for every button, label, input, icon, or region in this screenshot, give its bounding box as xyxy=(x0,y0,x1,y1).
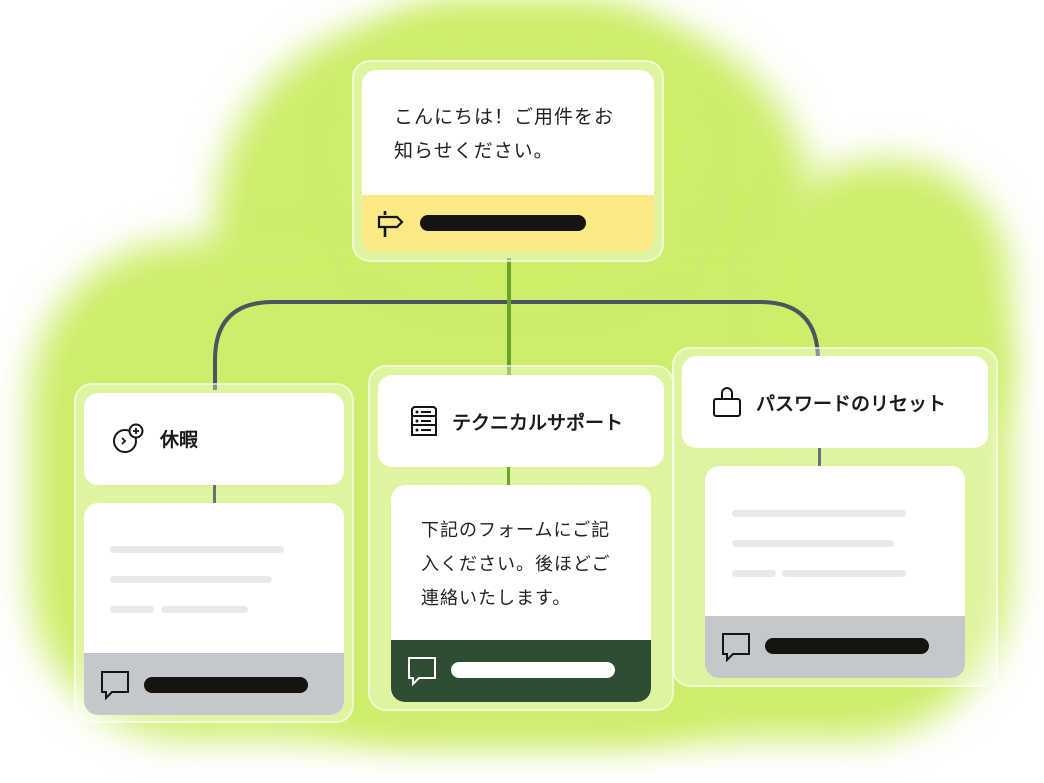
skeleton-line xyxy=(732,570,776,577)
clock-plus-icon xyxy=(112,422,146,454)
tech-support-footer[interactable] xyxy=(391,640,651,702)
skeleton-line xyxy=(732,540,894,547)
server-list-icon xyxy=(410,405,438,437)
chat-bubble-icon xyxy=(100,670,130,700)
lock-icon xyxy=(712,386,742,418)
skeleton-line xyxy=(732,510,906,517)
password-reset-title: パスワードのリセット xyxy=(756,392,947,415)
signpost-icon xyxy=(377,209,407,239)
tech-support-response-card: 下記のフォームにご記 入ください。後ほどご 連絡いたします。 xyxy=(391,485,651,702)
greeting-footer[interactable] xyxy=(362,195,654,252)
greeting-message: こんにちは！ご用件をお 知らせください。 xyxy=(394,100,614,168)
greeting-line-2: 知らせください。 xyxy=(394,140,554,162)
password-reset-connector xyxy=(818,448,821,466)
vacation-footer[interactable] xyxy=(84,653,344,715)
tech-support-line-3: 連絡いたします。 xyxy=(421,588,572,609)
greeting-reply-bar xyxy=(420,215,586,231)
password-reset-footer[interactable] xyxy=(705,616,965,678)
skeleton-line xyxy=(110,546,284,553)
password-reset-header[interactable]: パスワードのリセット xyxy=(682,356,988,448)
vacation-connector xyxy=(213,485,216,503)
skeleton-line xyxy=(782,570,906,577)
password-reset-reply-bar xyxy=(765,638,929,654)
vacation-response-card xyxy=(84,503,344,715)
vacation-header[interactable]: 休暇 xyxy=(84,393,344,485)
tech-support-line-1: 下記のフォームにご記 xyxy=(421,520,611,541)
tech-support-header[interactable]: テクニカルサポート xyxy=(378,375,664,467)
chat-bubble-icon xyxy=(407,656,437,686)
password-reset-response-card xyxy=(705,466,965,678)
chat-bubble-icon xyxy=(721,632,751,662)
skeleton-line xyxy=(110,606,154,613)
vacation-reply-bar xyxy=(144,677,308,693)
tech-support-line-2: 入ください。後ほどご xyxy=(421,554,611,575)
tech-support-connector xyxy=(507,467,510,485)
tech-support-message: 下記のフォームにご記 入ください。後ほどご 連絡いたします。 xyxy=(421,514,610,616)
skeleton-line xyxy=(161,606,248,613)
vacation-title: 休暇 xyxy=(160,428,199,451)
tech-support-title: テクニカルサポート xyxy=(452,411,624,434)
skeleton-line xyxy=(110,576,272,583)
greeting-card: こんにちは！ご用件をお 知らせください。 xyxy=(362,70,654,252)
tech-support-reply-bar xyxy=(451,662,615,678)
greeting-line-1: こんにちは！ご用件をお xyxy=(394,106,615,128)
